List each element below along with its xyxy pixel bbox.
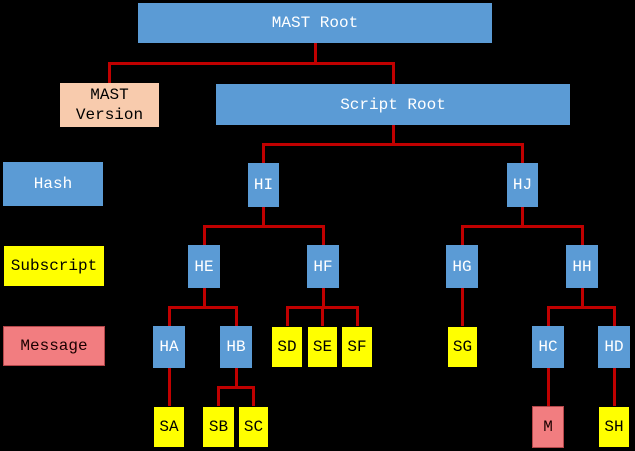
connector-hb [217, 387, 220, 406]
node-hg: HG [446, 245, 478, 288]
connector-script_root [262, 144, 265, 163]
node-hh: HH [566, 245, 598, 288]
connector-hj [521, 207, 524, 226]
node-sg: SG [447, 326, 478, 368]
node-mast-version: MAST Version [60, 83, 159, 127]
connector-mast_root [108, 61, 395, 65]
node-hf: HF [307, 245, 339, 288]
connector-hh [612, 307, 616, 326]
node-se: SE [307, 326, 338, 368]
node-he: HE [188, 245, 220, 288]
node-sa: SA [153, 406, 185, 448]
connector-hj [460, 226, 464, 245]
legend-hash: Hash [3, 162, 103, 206]
connector-he [202, 288, 206, 307]
connector-ha [167, 368, 171, 406]
connector-hf [321, 288, 325, 307]
connector-hb [252, 387, 255, 406]
connector-hf [321, 307, 324, 326]
node-hi: HI [248, 163, 279, 207]
connector-script_root [521, 144, 524, 163]
connector-hg [460, 288, 464, 326]
connector-hb [234, 368, 238, 387]
connector-hh [546, 305, 616, 309]
connector-script_root [391, 125, 395, 144]
connector-hf [285, 307, 289, 326]
connector-hi [202, 224, 325, 228]
node-sb: SB [202, 406, 235, 448]
node-hd: HD [598, 326, 630, 368]
node-sf: SF [341, 326, 373, 368]
connector-hc [546, 368, 550, 406]
connector-hd [612, 368, 616, 406]
node-mast-root: MAST Root [138, 3, 492, 43]
connector-hj [580, 226, 584, 245]
connector-hi [321, 226, 325, 245]
node-hc: HC [532, 326, 564, 368]
connector-script_root [262, 142, 524, 146]
node-m: M [532, 406, 564, 448]
node-hb: HB [220, 326, 252, 368]
node-script-root: Script Root [216, 84, 570, 125]
node-hj: HJ [507, 163, 538, 207]
connector-he [234, 307, 238, 326]
connector-hb [217, 385, 255, 389]
connector-hh [580, 288, 584, 307]
connector-hj [460, 224, 584, 228]
connector-mast_root [108, 63, 111, 83]
node-sd: SD [271, 326, 303, 368]
legend-subscript: Subscript [3, 245, 105, 287]
connector-he [167, 307, 171, 326]
connector-mast_root [391, 63, 395, 84]
connector-hi [202, 226, 206, 245]
connector-hi [262, 207, 265, 226]
node-ha: HA [153, 326, 185, 368]
connector-mast_root [313, 43, 317, 63]
connector-he [167, 305, 238, 309]
node-sh: SH [598, 406, 630, 448]
connector-hh [546, 307, 550, 326]
legend-message: Message [3, 326, 105, 366]
node-sc: SC [238, 406, 269, 448]
connector-hf [355, 307, 359, 326]
